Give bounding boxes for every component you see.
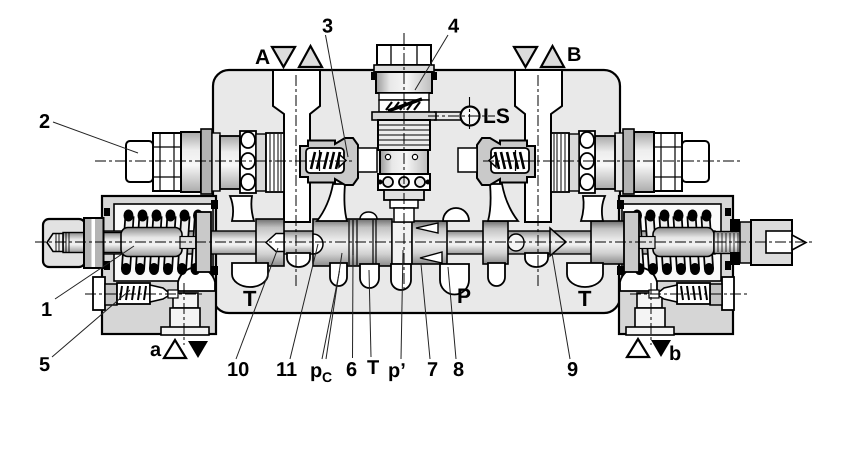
- svg-text:9: 9: [567, 359, 578, 381]
- svg-text:10: 10: [227, 359, 249, 381]
- svg-text:T: T: [243, 286, 257, 311]
- svg-text:A: A: [255, 46, 270, 69]
- svg-text:p: p: [310, 360, 322, 382]
- svg-text:11: 11: [276, 359, 297, 381]
- svg-text:2: 2: [39, 111, 50, 133]
- svg-text:B: B: [567, 44, 581, 66]
- svg-text:p’: p’: [388, 360, 406, 382]
- svg-text:T: T: [578, 286, 592, 311]
- svg-text:4: 4: [448, 16, 460, 38]
- svg-text:P: P: [457, 285, 471, 308]
- svg-text:7: 7: [427, 359, 438, 381]
- svg-text:b: b: [669, 343, 681, 365]
- svg-text:a: a: [150, 339, 162, 361]
- svg-text:T: T: [367, 357, 379, 379]
- svg-text:LS: LS: [483, 105, 510, 128]
- svg-text:8: 8: [453, 359, 464, 381]
- svg-text:5: 5: [39, 354, 50, 376]
- svg-text:3: 3: [322, 16, 333, 38]
- svg-text:1: 1: [41, 299, 52, 321]
- svg-text:6: 6: [346, 359, 357, 381]
- svg-text:C: C: [322, 369, 332, 385]
